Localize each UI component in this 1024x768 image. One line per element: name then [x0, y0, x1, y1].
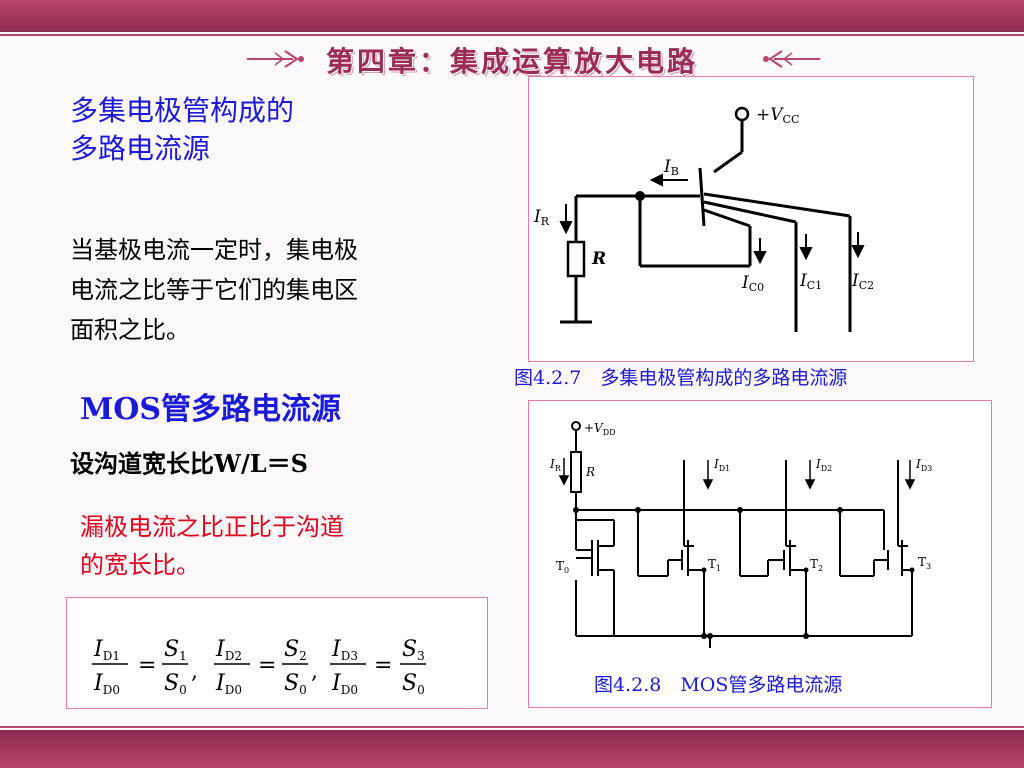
- section2-note: 漏极电流之比正比于沟道 的宽长比。: [80, 508, 344, 584]
- fig2-id2-label: ID2: [815, 457, 832, 473]
- section2-note-line2: 的宽长比。: [80, 551, 200, 579]
- left-flourish-icon: [247, 50, 304, 68]
- chapter-title: 第四章：集成运算放大电路: [325, 45, 698, 78]
- section1-heading: 多集电极管构成的 多路电流源: [70, 92, 294, 168]
- equals-3: =: [374, 653, 392, 678]
- equals-1: =: [138, 653, 156, 678]
- fraction-s2-s0: S2 S0: [282, 637, 308, 697]
- fraction-id3-id0: ID3 ID0: [330, 637, 366, 697]
- fig1-ir-label: IR: [533, 207, 550, 228]
- bottom-band-line: [0, 726, 1024, 728]
- comma-1: ,: [191, 659, 198, 684]
- fig2-t2-label: T2: [810, 557, 823, 573]
- svg-text:ID0: ID0: [331, 671, 358, 697]
- comma-2: ,: [311, 659, 318, 684]
- section2-line1: 设沟道宽长比W/L＝S: [70, 449, 308, 478]
- fig2-t1-label: T1: [708, 557, 721, 573]
- figure2-caption: 图4.2.8 MOS管多路电流源: [594, 674, 843, 696]
- figure1-caption: 图4.2.7 多集电极管构成的多路电流源: [514, 367, 848, 389]
- fig2-t0-label: T0: [556, 559, 569, 575]
- svg-text:ID2: ID2: [215, 637, 242, 663]
- section1-body-line2: 电流之比等于它们的集电区: [70, 276, 358, 304]
- svg-text:S0: S0: [284, 671, 307, 697]
- section1-body: 当基极电流一定时，集电极 电流之比等于它们的集电区 面积之比。: [70, 230, 358, 350]
- formula: ID1 ID0 = S1 S0 , ID2 ID0 = S2 S0 , ID3 …: [92, 637, 426, 697]
- figure1-circuit: +VCC IB IR R IC0 IC1 IC2: [533, 105, 874, 332]
- fig2-id1-label: ID1: [713, 457, 730, 473]
- section1-heading-line2: 多路电流源: [70, 132, 211, 165]
- right-flourish-icon: [763, 50, 820, 68]
- section1-body-line3: 面积之比。: [70, 316, 190, 344]
- fig1-r-label: R: [591, 249, 606, 269]
- section2-note-line1: 漏极电流之比正比于沟道: [80, 513, 344, 541]
- fig1-ic0-label: IC0: [741, 273, 764, 294]
- section2-heading: MOS管多路电流源: [80, 392, 342, 427]
- svg-text:ID1: ID1: [93, 637, 120, 663]
- fig1-ic2-label: IC2: [851, 271, 874, 292]
- section1-heading-line1: 多集电极管构成的: [70, 94, 295, 127]
- bottom-band: [0, 730, 1024, 768]
- fig2-ir-label: IR: [549, 457, 562, 473]
- fig1-ic1-label: IC1: [799, 271, 822, 292]
- formula-box: [66, 597, 488, 709]
- fraction-s3-s0: S3 S0: [400, 637, 426, 697]
- svg-text:ID0: ID0: [93, 671, 120, 697]
- fig2-vdd-label: +VDD: [584, 421, 616, 437]
- svg-text:ID0: ID0: [215, 671, 242, 697]
- svg-text:S0: S0: [402, 671, 425, 697]
- svg-text:S1: S1: [164, 637, 187, 663]
- fig2-id3-label: ID3: [915, 457, 932, 473]
- fig2-t3-label: T3: [918, 555, 931, 571]
- svg-text:S2: S2: [284, 637, 307, 663]
- svg-text:S3: S3: [402, 637, 425, 663]
- fig2-r-label: R: [585, 465, 595, 479]
- figure2-frame: [528, 400, 992, 708]
- figure2-circuit: +VDD IR R ID1 ID2 ID3 T0 T1 T2 T3: [549, 421, 932, 648]
- chapter-header: 第四章：集成运算放大电路: [0, 40, 1024, 80]
- section1-body-line1: 当基极电流一定时，集电极: [70, 236, 358, 264]
- fraction-id2-id0: ID2 ID0: [214, 637, 250, 697]
- equals-2: =: [258, 653, 276, 678]
- fraction-id1-id0: ID1 ID0: [92, 637, 128, 697]
- fraction-s1-s0: S1 S0: [162, 637, 188, 697]
- top-band-line: [0, 34, 1024, 36]
- fig1-vcc-label: +VCC: [756, 105, 799, 126]
- svg-text:S0: S0: [164, 671, 187, 697]
- svg-text:ID3: ID3: [331, 637, 358, 663]
- figure1-frame: [528, 76, 974, 362]
- top-band: [0, 0, 1024, 32]
- fig1-ib-label: IB: [663, 157, 679, 178]
